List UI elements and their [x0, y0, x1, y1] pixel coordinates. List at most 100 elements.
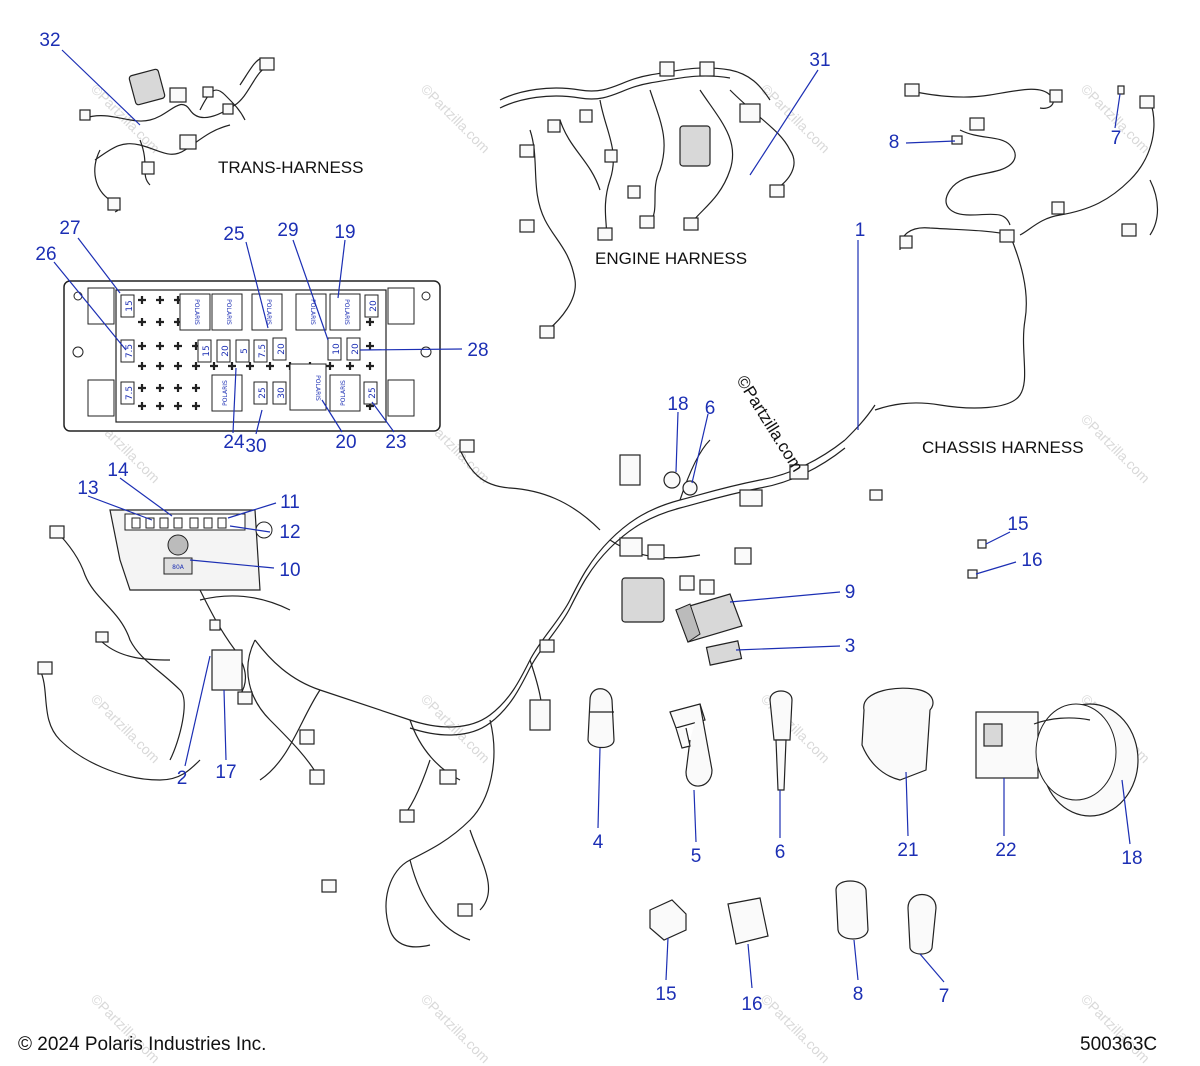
callout-4: 4	[593, 832, 604, 853]
fuse-terminal-icon	[138, 384, 146, 392]
fuse-terminal-icon	[156, 362, 164, 370]
relay-label: POLARIS	[309, 299, 316, 325]
fuse-terminal-icon	[366, 362, 374, 370]
watermark-text: ©Partzilla.com	[758, 991, 833, 1066]
fuse-terminal-icon	[346, 362, 354, 370]
fuse-terminal-icon	[138, 342, 146, 350]
copyright-text: © 2024 Polaris Industries Inc.	[18, 1034, 267, 1055]
fuse-terminal-icon	[138, 296, 146, 304]
watermark-text: ©Partzilla.com	[418, 991, 493, 1066]
relay-label: POLARIS	[340, 380, 347, 406]
callout-20: 20	[335, 432, 356, 453]
callout-18b: 18	[1121, 848, 1142, 869]
fuse-terminal-icon	[138, 318, 146, 326]
callout-30: 30	[245, 436, 266, 457]
callout-26: 26	[35, 244, 56, 265]
fuse-terminal-icon	[246, 362, 254, 370]
fuse-terminal-icon	[138, 402, 146, 410]
engine-harness-drawing	[499, 61, 795, 339]
callout-7: 7	[1111, 128, 1122, 149]
callout-12: 12	[279, 522, 300, 543]
callout-8: 8	[889, 132, 900, 153]
small-parts	[587, 85, 1139, 955]
relay-label: POLARIS	[225, 299, 232, 325]
fuse-terminal-icon	[366, 342, 374, 350]
fuse-terminal-icon	[156, 342, 164, 350]
callouts: 32 27 26 25 29 19 28 24 30 20 23 31 1 8 …	[35, 30, 1142, 1015]
callout-18: 18	[667, 394, 688, 415]
diagram-id: 500363C	[1080, 1034, 1158, 1055]
watermark-text: ©Partzilla.com	[1078, 411, 1153, 486]
callout-10: 10	[279, 560, 300, 581]
relay-label: POLARIS	[265, 299, 272, 325]
relay-label: POLARIS	[222, 380, 229, 406]
fuse-terminal-icon	[156, 384, 164, 392]
callout-13: 13	[77, 478, 98, 499]
fuse-terminal-icon	[366, 318, 374, 326]
watermark-text: ©Partzilla.com	[88, 691, 163, 766]
callout-7b: 7	[939, 986, 950, 1007]
fuse-box-drawing: 15 7.5 7.5 15 20 5 7.5 20 10 20 20 25 30…	[63, 280, 441, 432]
callout-23: 23	[385, 432, 406, 453]
fuse-label: 20	[369, 300, 379, 312]
callout-9: 9	[845, 582, 856, 603]
watermark-text: ©Partzilla.com	[418, 81, 493, 156]
power-box-drawing: 80A	[37, 509, 291, 781]
callout-15b: 15	[655, 984, 676, 1005]
relay-label: POLARIS	[193, 299, 200, 325]
watermark-text: ©Partzilla.com	[758, 691, 833, 766]
engine-harness-label: ENGINE HARNESS	[595, 249, 747, 268]
chassis-harness-label: CHASSIS HARNESS	[922, 438, 1084, 457]
fuse-terminal-icon	[156, 402, 164, 410]
fuse-terminal-icon	[174, 402, 182, 410]
fuse-terminal-icon	[192, 384, 200, 392]
fuse-terminal-icon	[210, 362, 218, 370]
fuse-label: 10	[332, 343, 342, 355]
fuse-terminal-icon	[228, 362, 236, 370]
fuse-label: 25	[258, 387, 268, 398]
callout-1: 1	[855, 220, 866, 241]
fuse-label: 25	[368, 387, 378, 398]
fuse-terminal-icon	[174, 384, 182, 392]
chassis-harness-drawing	[844, 83, 1159, 441]
fuse-terminal-icon	[192, 362, 200, 370]
callout-14: 14	[107, 460, 129, 481]
callout-32: 32	[39, 30, 60, 51]
callout-28: 28	[467, 340, 488, 361]
callout-11: 11	[280, 492, 300, 513]
callout-3: 3	[845, 636, 856, 657]
trans-harness-label: TRANS-HARNESS	[218, 158, 363, 177]
callout-24: 24	[223, 432, 245, 453]
fuse-label: 15	[125, 300, 135, 311]
fuse-label: 20	[221, 345, 231, 357]
fuse-terminal-icon	[174, 362, 182, 370]
fuse-terminal-icon	[326, 362, 334, 370]
relay-label: POLARIS	[343, 299, 350, 325]
trans-harness-drawing	[79, 57, 275, 213]
callout-25: 25	[223, 224, 244, 245]
leader-lines	[53, 49, 1131, 989]
callout-15: 15	[1007, 514, 1028, 535]
fuse-terminal-icon	[156, 318, 164, 326]
fuse-label: 15	[202, 345, 212, 356]
callout-6b: 6	[775, 842, 786, 863]
callout-27: 27	[59, 218, 80, 239]
fuse-label: 5	[240, 348, 250, 354]
fuse-terminal-icon	[174, 342, 182, 350]
callout-2: 2	[177, 768, 188, 789]
callout-17: 17	[215, 762, 236, 783]
callout-21: 21	[897, 840, 918, 861]
fuse-label: 7.5	[125, 344, 135, 358]
partzilla-watermark: ©Partzilla.com	[733, 372, 807, 475]
fuse-label: 30	[277, 387, 287, 399]
fuse-label: 7.5	[125, 386, 135, 400]
callout-29: 29	[277, 220, 298, 241]
callout-5: 5	[691, 846, 702, 867]
fuse-terminal-icon	[192, 402, 200, 410]
callout-6: 6	[705, 398, 716, 419]
fuse-terminal-icon	[266, 362, 274, 370]
fuse-terminal-icon	[156, 296, 164, 304]
main-harness-drawing	[247, 439, 883, 948]
callout-16: 16	[1021, 550, 1042, 571]
